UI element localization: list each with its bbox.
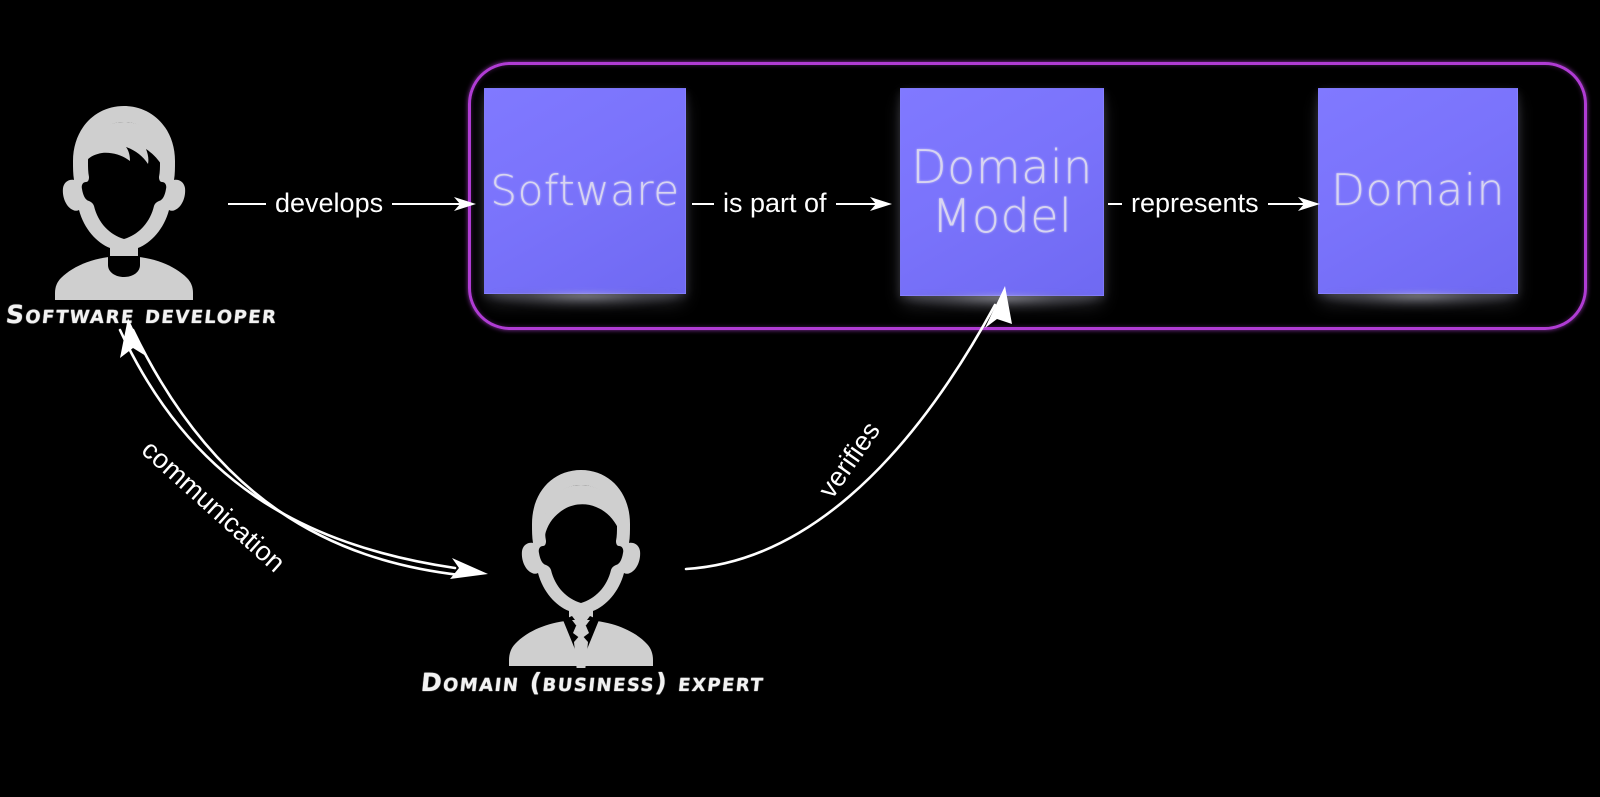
connector-develops-label: develops bbox=[275, 188, 384, 218]
arrow-right-icon bbox=[392, 196, 477, 211]
arrow-right-icon bbox=[835, 196, 892, 211]
sticky-note-domain-text: Domain bbox=[1331, 164, 1505, 216]
sticky-note-domain-model[interactable]: Domain Model bbox=[900, 88, 1104, 296]
actor-domain-expert[interactable]: Domain (business) expert bbox=[419, 468, 766, 697]
arrow-right-icon bbox=[1267, 196, 1320, 211]
connector-develops: develops bbox=[228, 188, 477, 219]
connector-verifies-label: verifies bbox=[812, 416, 886, 503]
actor-label-domain-expert: Domain (business) expert bbox=[419, 668, 766, 697]
connector-represents-label: represents bbox=[1131, 188, 1259, 218]
actor-software-developer[interactable]: Software developer bbox=[4, 104, 279, 329]
person-suit-avatar-icon bbox=[509, 470, 653, 668]
connector-verifies-path bbox=[684, 303, 997, 571]
connector-develops-stem-left bbox=[228, 202, 266, 205]
connector-communication-label: communication bbox=[136, 434, 291, 578]
sticky-note-software-text: Software bbox=[490, 165, 680, 215]
connector-represents-stem-left bbox=[1108, 202, 1122, 205]
connector-communication-arrowhead-down bbox=[450, 558, 488, 579]
sticky-note-domain-model-line-2: Model bbox=[931, 189, 1073, 243]
connector-communication-path-up bbox=[131, 328, 462, 577]
person-avatar-icon bbox=[55, 106, 193, 300]
connector-communication-path-down bbox=[118, 328, 457, 570]
sticky-note-domain-model-line-1: Domain bbox=[911, 140, 1093, 195]
sticky-note-software[interactable]: Software bbox=[484, 88, 686, 294]
actor-label-software-developer: Software developer bbox=[4, 300, 280, 329]
sticky-note-domain[interactable]: Domain bbox=[1318, 88, 1518, 294]
connector-is-part-of-label: is part of bbox=[723, 188, 827, 218]
connector-is-part-of: is part of bbox=[692, 188, 892, 219]
connector-is-part-of-stem-left bbox=[692, 202, 714, 205]
connector-represents: represents bbox=[1108, 188, 1320, 219]
